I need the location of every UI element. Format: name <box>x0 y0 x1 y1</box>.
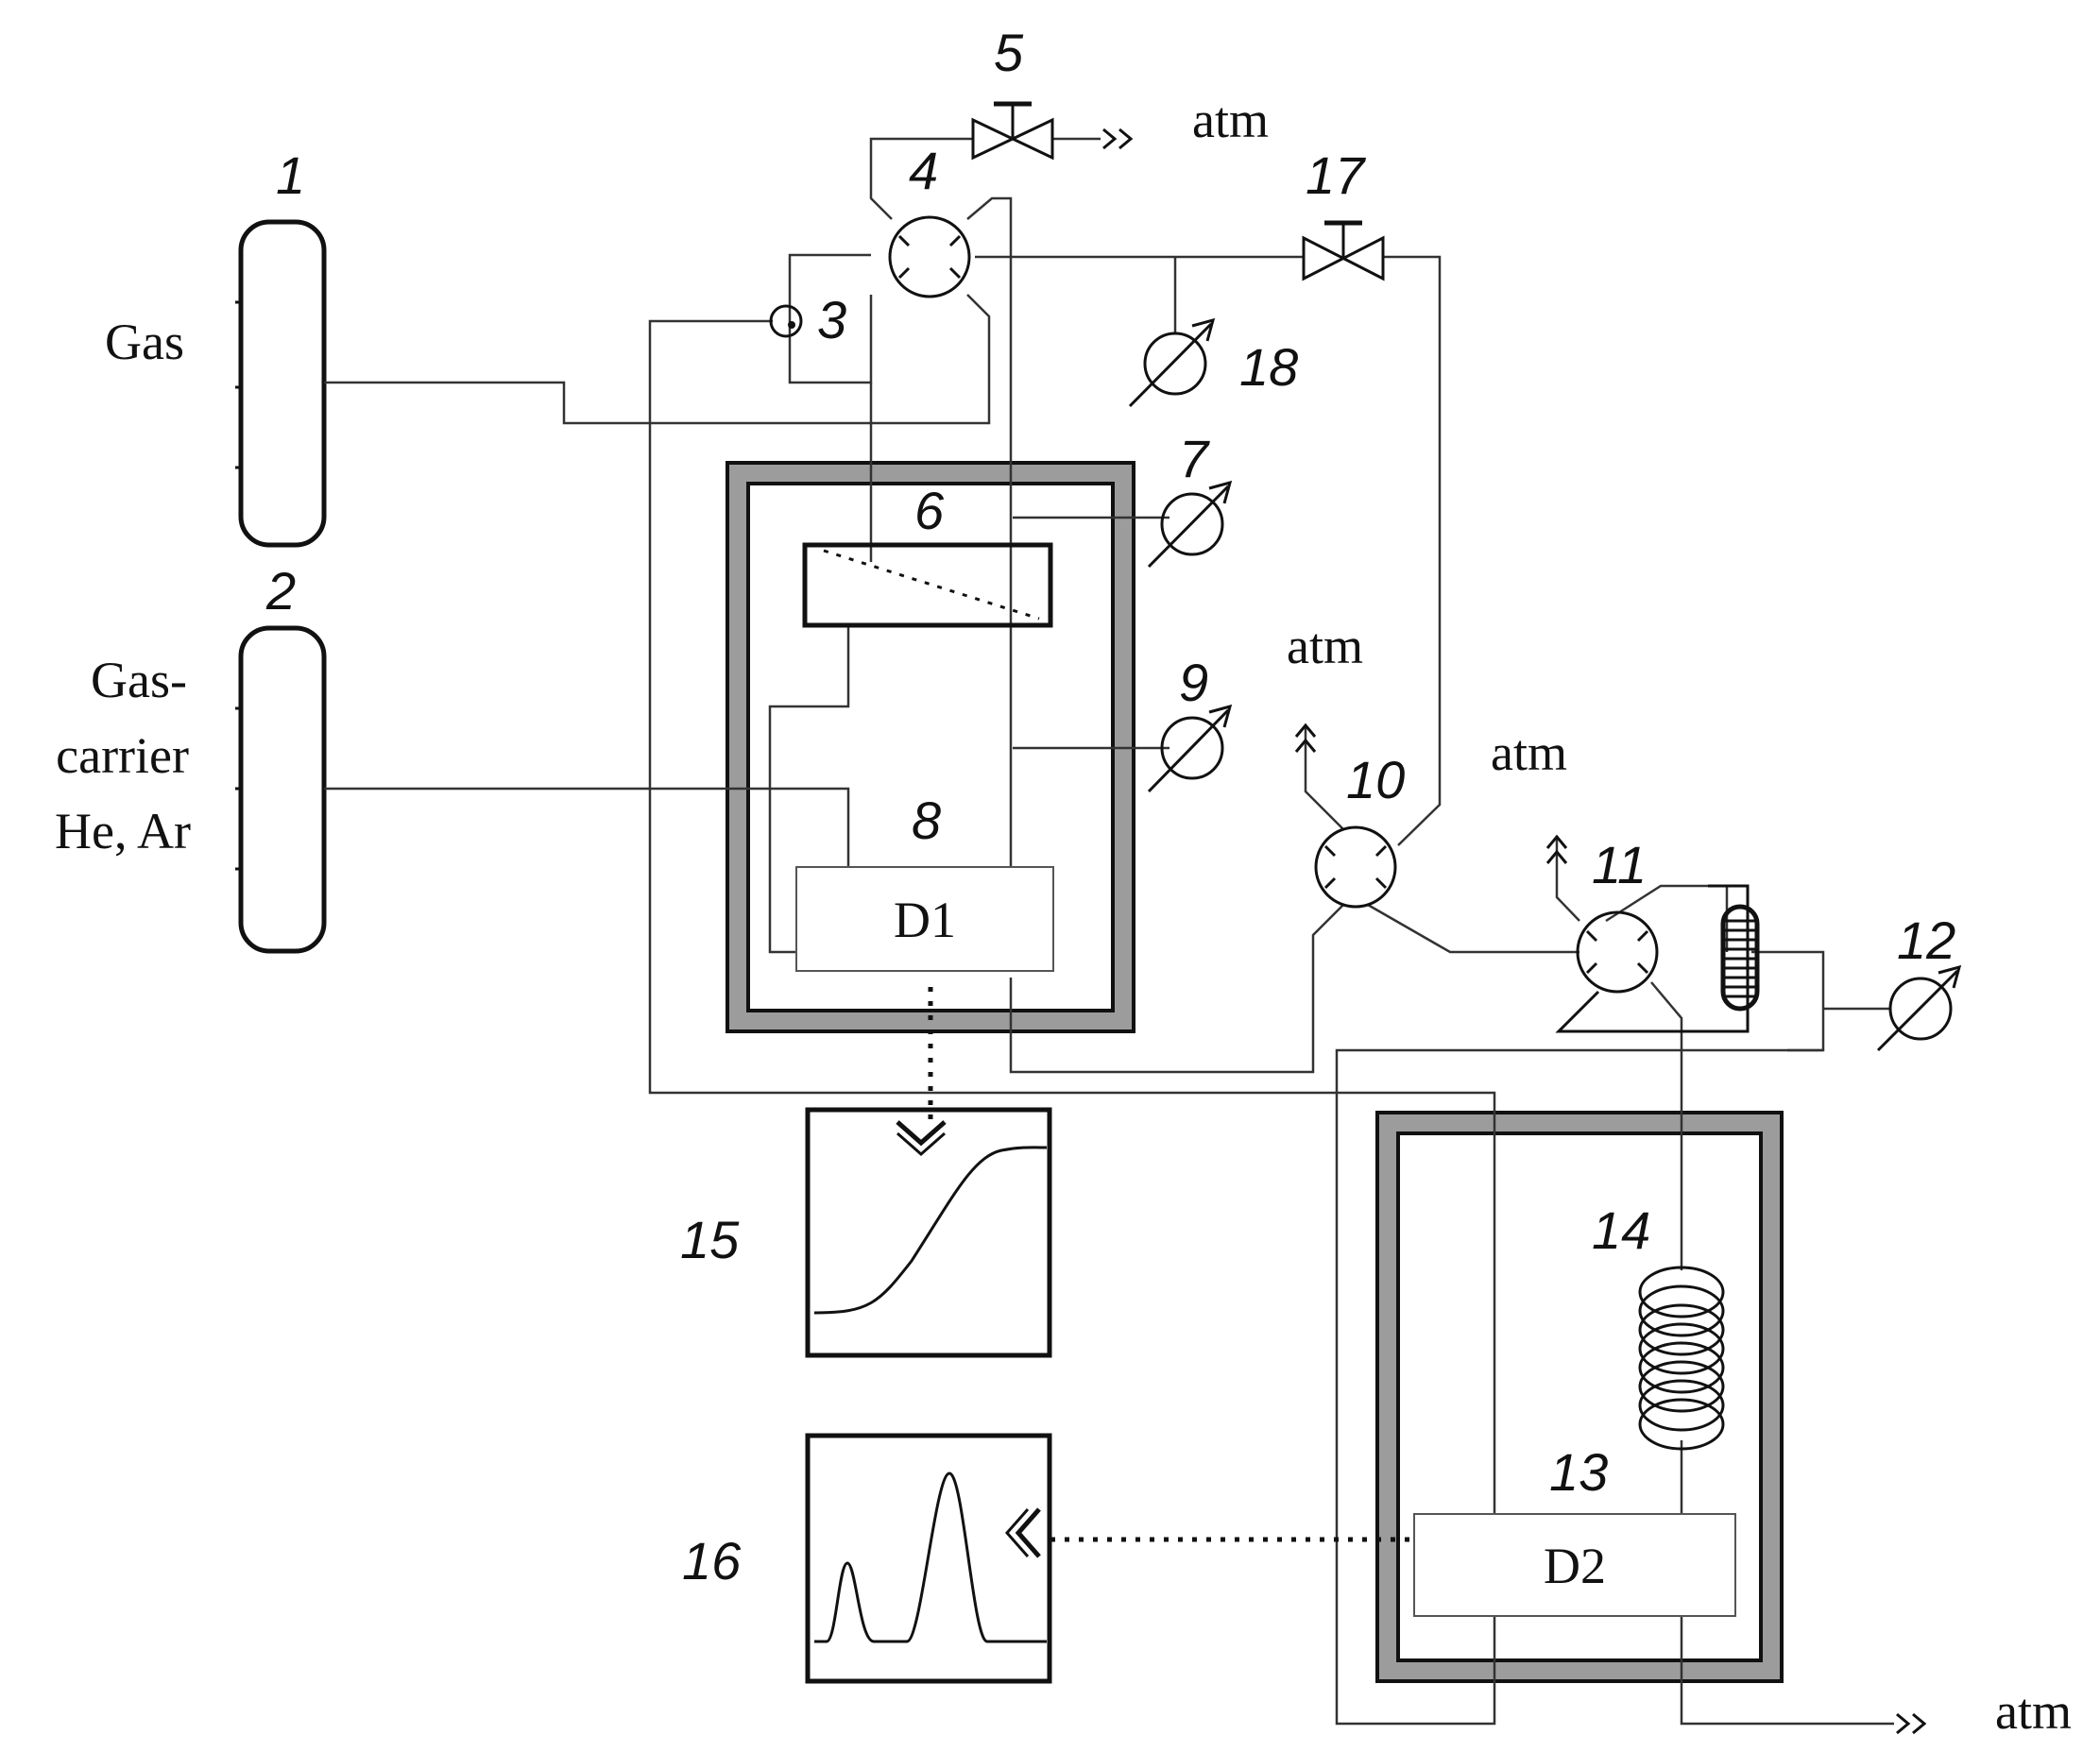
atm-label-switch-11: atm <box>1491 724 1567 781</box>
pressure-gauge-9 <box>1147 704 1233 793</box>
label-17: 17 <box>1306 145 1366 205</box>
detector-d2 <box>1413 1513 1736 1617</box>
d2-label: D2 <box>1544 1538 1606 1594</box>
stopcock-valve-3 <box>769 304 803 338</box>
d1-label: D1 <box>894 892 956 948</box>
recorder-15 <box>805 1107 1052 1358</box>
pressure-gauge-12 <box>1876 964 1962 1052</box>
label-8: 8 <box>912 791 941 850</box>
label-2: 2 <box>265 561 296 621</box>
label-3: 3 <box>817 290 846 349</box>
label-15: 15 <box>680 1210 740 1269</box>
pipelines <box>324 137 1894 1726</box>
carrier-label-line1: Gas- <box>91 652 187 708</box>
multiport-valve-4 <box>888 215 971 298</box>
column-coil-14 <box>1638 1266 1725 1451</box>
label-18: 18 <box>1239 337 1298 397</box>
label-7: 7 <box>1179 429 1210 488</box>
column-6 <box>802 542 1053 628</box>
multiport-valve-10 <box>1314 825 1397 909</box>
pressure-gauge-7 <box>1147 480 1233 569</box>
label-6: 6 <box>914 481 945 540</box>
label-5: 5 <box>994 23 1024 82</box>
label-13: 13 <box>1549 1442 1608 1502</box>
label-12: 12 <box>1897 910 1955 970</box>
vent-arrow-icon <box>1102 128 1927 1735</box>
label-11: 11 <box>1592 835 1647 894</box>
gas-cylinder-1 <box>235 219 327 548</box>
label-16: 16 <box>682 1531 742 1590</box>
label-9: 9 <box>1179 653 1208 712</box>
carrier-label-line2: carrier <box>56 727 189 784</box>
atm-label-outlet: atm <box>1995 1683 2072 1740</box>
gas-label: Gas <box>105 314 184 370</box>
detector-d1 <box>795 866 1054 972</box>
pressure-gauge-18 <box>1128 317 1216 408</box>
carrier-gas-cylinder-2 <box>235 625 327 954</box>
multiport-valve-11 <box>1555 884 1750 1033</box>
recorder-16 <box>805 1433 1052 1684</box>
atm-label-switch-10: atm <box>1287 618 1363 674</box>
needle-valve-5 <box>971 101 1054 161</box>
label-10: 10 <box>1346 750 1405 809</box>
label-4: 4 <box>909 141 938 200</box>
label-1: 1 <box>276 145 305 205</box>
label-14: 14 <box>1592 1200 1650 1260</box>
needle-valve-17 <box>1302 220 1385 281</box>
carrier-label-line3: He, Ar <box>55 803 191 859</box>
coil-icon <box>1720 904 1760 1012</box>
atm-label-valve-5: atm <box>1192 92 1269 148</box>
